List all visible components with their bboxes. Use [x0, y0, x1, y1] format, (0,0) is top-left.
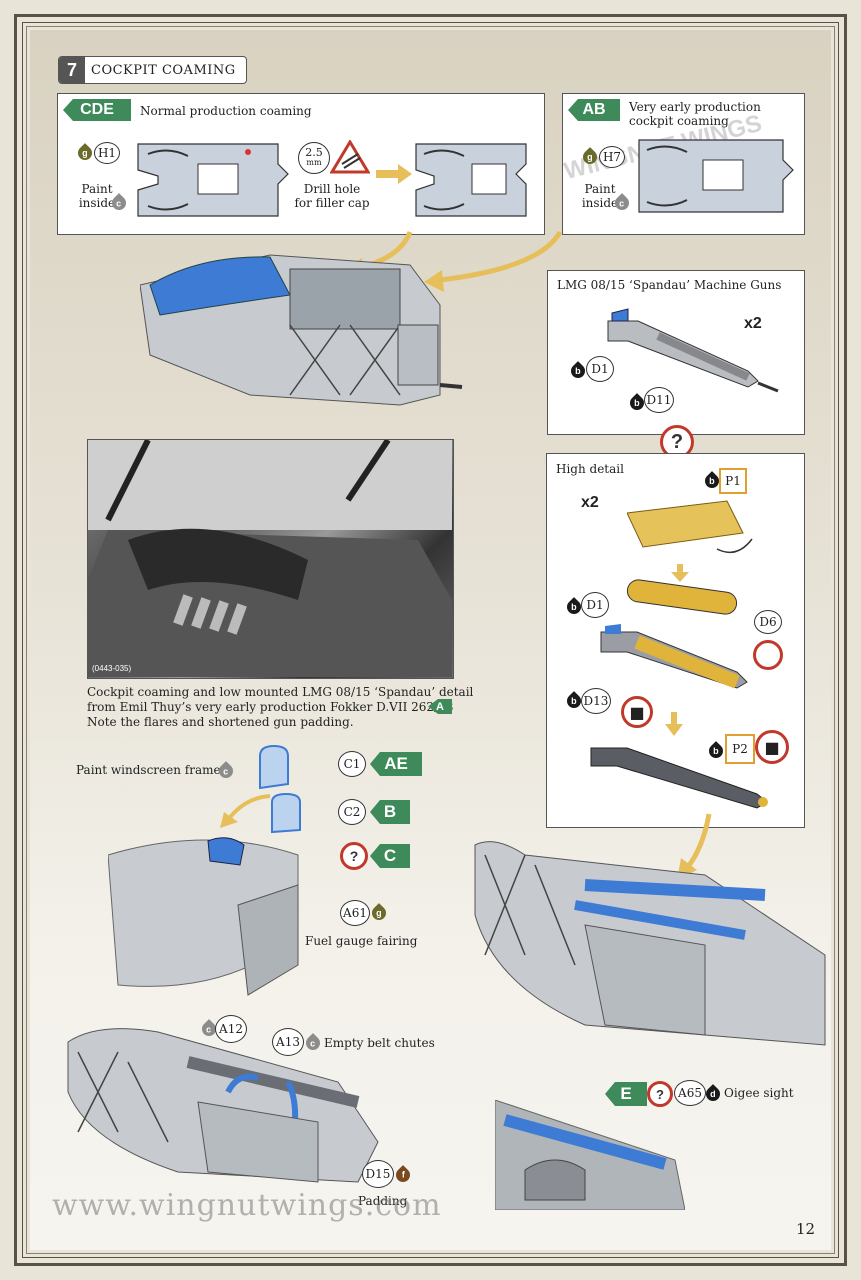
drill-warning-icon: [330, 140, 370, 174]
drill-size: 2.5: [305, 146, 323, 159]
paint-drop-b: b: [568, 361, 588, 381]
tag-cde: CDE: [63, 99, 131, 121]
page-outer-frame: [14, 14, 847, 1266]
highdetail-quantity: x2: [581, 494, 599, 511]
page-inner-frame: [22, 22, 839, 1258]
part-a61-callout: A61: [340, 900, 370, 926]
part-h7-callout: H7: [599, 146, 625, 168]
fuel-gauge-label: Fuel gauge fairing: [305, 934, 418, 948]
panel-highdetail-title: High detail: [556, 462, 624, 476]
elephant-icon: ■: [621, 696, 653, 728]
panel-cde: CDE Normal production coaming g H1 Paint…: [57, 93, 545, 235]
photoetch-sheet-drawing: [627, 500, 753, 554]
part-d13-callout: D13: [581, 688, 611, 714]
no-entry-icon: [753, 640, 783, 670]
drill-size-callout: 2.5 mm: [298, 142, 330, 174]
part-d1-callout: D1: [586, 356, 614, 382]
part-d15-callout: D15: [362, 1160, 394, 1188]
reference-photo: (0443-035): [87, 439, 454, 679]
tag-ab: AB: [568, 99, 620, 121]
panel-cde-title: Normal production coaming: [140, 104, 312, 118]
tag-ae: AE: [370, 752, 422, 776]
photo-caption-line2: from Emil Thuy’s very early production F…: [87, 700, 454, 714]
part-d1-callout: D1: [581, 592, 609, 618]
part-p1-callout: P1: [719, 468, 747, 494]
panel-high-detail: High detail x2 b P1 D6 b D1 b D13 ■ b P2…: [546, 453, 805, 828]
step-title: COCKPIT COAMING: [91, 62, 236, 78]
drill-unit: mm: [306, 158, 322, 167]
step-header: 7 COCKPIT COAMING: [58, 56, 247, 84]
tag-a: A: [428, 699, 452, 714]
footer-url: www.wingnutwings.com: [52, 1188, 442, 1223]
fuselage-front-illustration: [140, 254, 463, 406]
paint-drop-g: g: [75, 143, 95, 163]
part-a12-callout: A12: [215, 1015, 247, 1043]
panel-ab: AB Very early production cockpit coaming…: [561, 93, 805, 235]
oigee-sight-label: Oigee sight: [724, 1086, 794, 1100]
arrow-right-icon: [376, 164, 412, 184]
photo-caption-line3: Note the flares and shortened gun paddin…: [87, 715, 354, 729]
part-d11-callout: D11: [644, 387, 674, 413]
machine-gun-drawing: [607, 308, 779, 393]
paint-windscreen-label: Paint windscreen frame: [76, 763, 221, 777]
part-d6-callout: D6: [754, 610, 782, 634]
coaming-h1-drawing: [137, 143, 289, 217]
panel-ab-title: Very early production cockpit coaming: [629, 100, 761, 128]
windscreen-c1-drawing: [259, 744, 289, 790]
question-mark-icon: ?: [340, 842, 368, 870]
windscreen-arrow: [220, 794, 271, 828]
arrow-down-icon: [665, 712, 683, 736]
fuselage-guns-illustration: [474, 841, 826, 1046]
step-number: 7: [59, 57, 85, 83]
question-mark-icon: ?: [647, 1081, 673, 1107]
part-a13-callout: A13: [272, 1028, 304, 1056]
drill-hole-label: Drill hole for filler cap: [294, 182, 370, 210]
gun-jacket-drawing: [626, 564, 738, 615]
windscreen-c2-drawing: [271, 792, 301, 834]
page-inner-frame-2: [26, 26, 835, 1254]
paint-inside-label: Paint inside: [581, 182, 619, 210]
cockpit-windscreen-illustration: [108, 837, 299, 996]
tag-e: E: [605, 1082, 647, 1106]
photo-reference: (0443-035): [92, 664, 132, 673]
belt-chutes-illustration: [67, 1028, 379, 1183]
part-c1-callout: C1: [338, 751, 366, 777]
paint-inside-label: Paint inside: [78, 182, 116, 210]
coaming-h7-drawing: [638, 139, 794, 213]
photo-caption-line1: Cockpit coaming and low mounted LMG 08/1…: [87, 685, 474, 699]
part-p2-callout: P2: [725, 734, 755, 764]
belt-chutes-label: Empty belt chutes: [324, 1036, 435, 1050]
panel-guns-title: LMG 08/15 ‘Spandau’ Machine Guns: [557, 278, 782, 292]
coaming-h1-drilled-drawing: [415, 143, 527, 217]
gun-with-jacket-drawing: [600, 624, 748, 689]
part-c2-callout: C2: [338, 799, 366, 825]
guns-quantity: x2: [744, 315, 762, 332]
part-a65-callout: A65: [674, 1080, 706, 1106]
finished-gun-drawing: [590, 747, 768, 809]
panel-machine-guns: LMG 08/15 ‘Spandau’ Machine Guns x2 b D1…: [547, 270, 805, 435]
page-number: 12: [796, 1220, 816, 1238]
photo-content: [88, 440, 452, 677]
padding-label: Padding: [358, 1194, 408, 1208]
part-h1-callout: H1: [94, 142, 120, 164]
elephant-icon: ■: [755, 730, 789, 764]
oigee-sight-illustration: [495, 1100, 685, 1210]
